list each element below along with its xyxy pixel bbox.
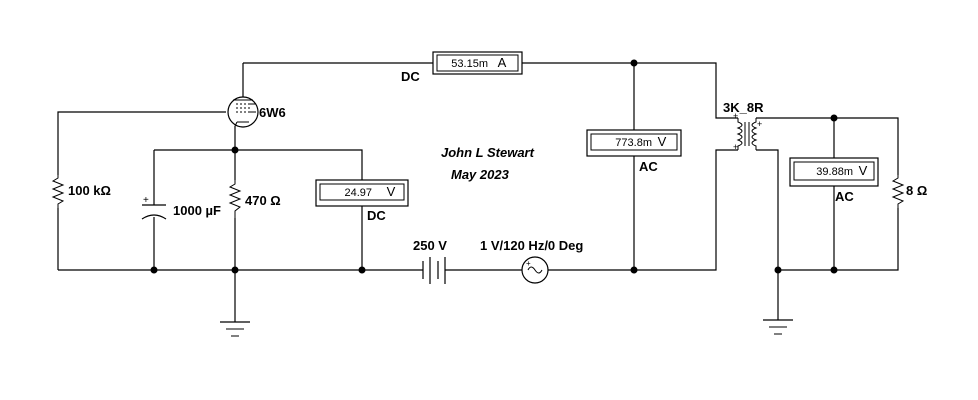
junction-dots [150, 59, 838, 274]
grid-resistor[interactable] [51, 175, 65, 208]
ac-source[interactable]: + [521, 256, 549, 284]
cathode-voltmeter-unit: V [387, 184, 396, 199]
tube-6w6[interactable] [227, 96, 259, 128]
cathode-voltmeter-value: 24.97 [344, 187, 372, 199]
svg-text:+: + [733, 111, 738, 121]
svg-text:+: + [143, 195, 149, 206]
load-resistor-label: 8 Ω [906, 183, 927, 198]
grid-resistor-label: 100 kΩ [68, 183, 111, 198]
plate-voltmeter-mode-label: AC [639, 159, 658, 174]
output-voltmeter-mode-label: AC [835, 189, 854, 204]
load-resistor[interactable] [891, 175, 905, 208]
ac-source-label: 1 V/120 Hz/0 Deg [480, 238, 583, 253]
ground-symbol-right [763, 319, 793, 335]
plate-voltmeter[interactable]: 773.8m V [586, 129, 682, 157]
svg-text:+: + [526, 259, 531, 268]
plate-voltmeter-value: 773.8m [615, 137, 652, 149]
tube-label: 6W6 [259, 105, 286, 120]
cathode-voltmeter-mode-label: DC [367, 208, 386, 223]
transformer-label: 3K_8R [723, 100, 764, 115]
author-date: May 2023 [451, 167, 510, 182]
ground-symbol-left [220, 321, 250, 337]
cathode-capacitor-label: 1000 µF [173, 203, 221, 218]
transformer[interactable]: + + + [733, 111, 762, 152]
output-voltmeter-value: 39.88m [816, 166, 853, 178]
ammeter[interactable]: 53.15m A [432, 51, 523, 75]
cathode-voltmeter[interactable]: 24.97 V [315, 179, 409, 207]
ammeter-mode-label: DC [401, 69, 420, 84]
ammeter-unit: A [498, 55, 507, 70]
wires [57, 62, 899, 322]
battery-label: 250 V [413, 238, 447, 253]
battery[interactable] [422, 257, 446, 284]
output-voltmeter[interactable]: 39.88m V [789, 157, 879, 187]
author-name: John L Stewart [441, 145, 535, 160]
svg-text:+: + [757, 119, 762, 129]
output-voltmeter-unit: V [859, 163, 868, 178]
cathode-capacitor[interactable]: + [141, 195, 167, 220]
plate-voltmeter-unit: V [658, 134, 667, 149]
cathode-resistor[interactable] [228, 180, 242, 218]
svg-text:+: + [733, 142, 738, 152]
ammeter-value: 53.15m [451, 58, 488, 70]
cathode-resistor-label: 470 Ω [245, 193, 281, 208]
